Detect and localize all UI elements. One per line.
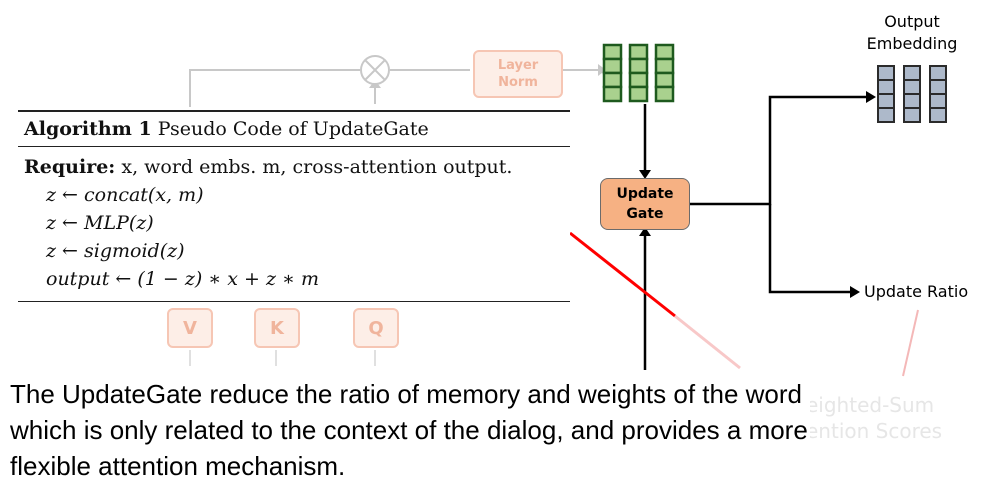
faded-weighted-sum-label: eighted-Sum ention Scores bbox=[806, 392, 942, 444]
q-box: Q bbox=[353, 308, 399, 348]
title-rule bbox=[18, 146, 570, 147]
arrowheads bbox=[639, 91, 876, 298]
output-embedding-columns bbox=[877, 65, 947, 123]
require-line: Require: x, word embs. m, cross-attentio… bbox=[24, 153, 564, 181]
output-embedding-line1: Output bbox=[884, 12, 940, 31]
faded-arrowhead bbox=[598, 64, 606, 76]
v-box: V bbox=[167, 308, 213, 348]
require-label: Require: bbox=[24, 156, 116, 178]
caption-text: The UpdateGate reduce the ratio of memor… bbox=[10, 376, 810, 484]
output-embedding-label: Output Embedding bbox=[854, 11, 970, 55]
require-text: x, word embs. m, cross-attention output. bbox=[115, 156, 513, 178]
faded-line1: eighted-Sum bbox=[806, 393, 935, 417]
algorithm-box: Algorithm 1 Pseudo Code of UpdateGate Re… bbox=[18, 110, 570, 302]
k-box: K bbox=[254, 308, 300, 348]
algorithm-body: Require: x, word embs. m, cross-attentio… bbox=[18, 147, 570, 301]
faded-line2: ention Scores bbox=[806, 419, 943, 443]
faded-input-arrows bbox=[189, 350, 376, 366]
faded-pink-arrow bbox=[902, 309, 919, 377]
bottom-rule bbox=[18, 301, 570, 302]
layer-norm-box: Layer Norm bbox=[473, 50, 563, 98]
algo-line-output: output ← (1 − z) ∗ x + z ∗ m bbox=[46, 268, 319, 290]
update-gate-box: Update Gate bbox=[600, 178, 690, 230]
algo-line-mlp: z ← MLP(z) bbox=[46, 212, 154, 234]
word-embedding-columns bbox=[602, 43, 675, 103]
top-rule bbox=[18, 110, 570, 112]
output-embedding-line2: Embedding bbox=[866, 34, 958, 53]
algorithm-name: Pseudo Code of UpdateGate bbox=[151, 118, 429, 140]
algo-line-sigmoid: z ← sigmoid(z) bbox=[46, 240, 185, 262]
gate-connectors bbox=[643, 95, 868, 370]
update-ratio-label: Update Ratio bbox=[864, 282, 969, 301]
algorithm-title: Algorithm 1 Pseudo Code of UpdateGate bbox=[18, 112, 570, 146]
algorithm-number: Algorithm 1 bbox=[24, 118, 152, 140]
red-diagonal bbox=[569, 231, 676, 318]
multiply-icon bbox=[360, 55, 390, 85]
algo-line-concat: z ← concat(x, m) bbox=[46, 184, 204, 206]
